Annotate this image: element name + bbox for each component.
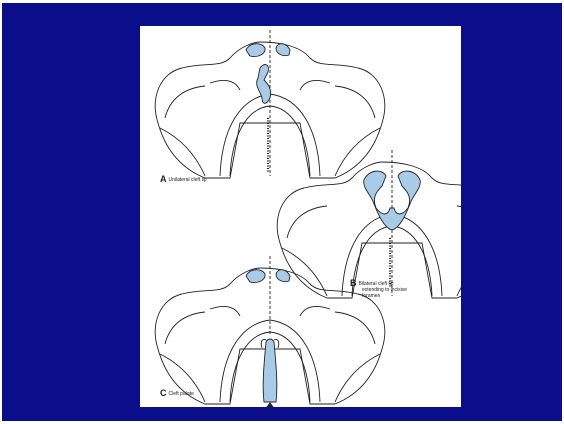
caption-b-letter: B <box>350 278 357 288</box>
caption-b-line3: foramen <box>362 293 380 299</box>
caption-a-letter: A <box>160 174 167 184</box>
caption-c-text: Cleft palate <box>169 391 194 397</box>
caption-c-letter: C <box>160 388 167 398</box>
palate-diagrams <box>140 26 461 407</box>
diagram-unilateral-cleft-lip <box>155 30 384 178</box>
caption-a-text: Unilateral cleft lip <box>169 177 207 183</box>
diagram-bilateral-cleft-lip <box>277 150 461 298</box>
